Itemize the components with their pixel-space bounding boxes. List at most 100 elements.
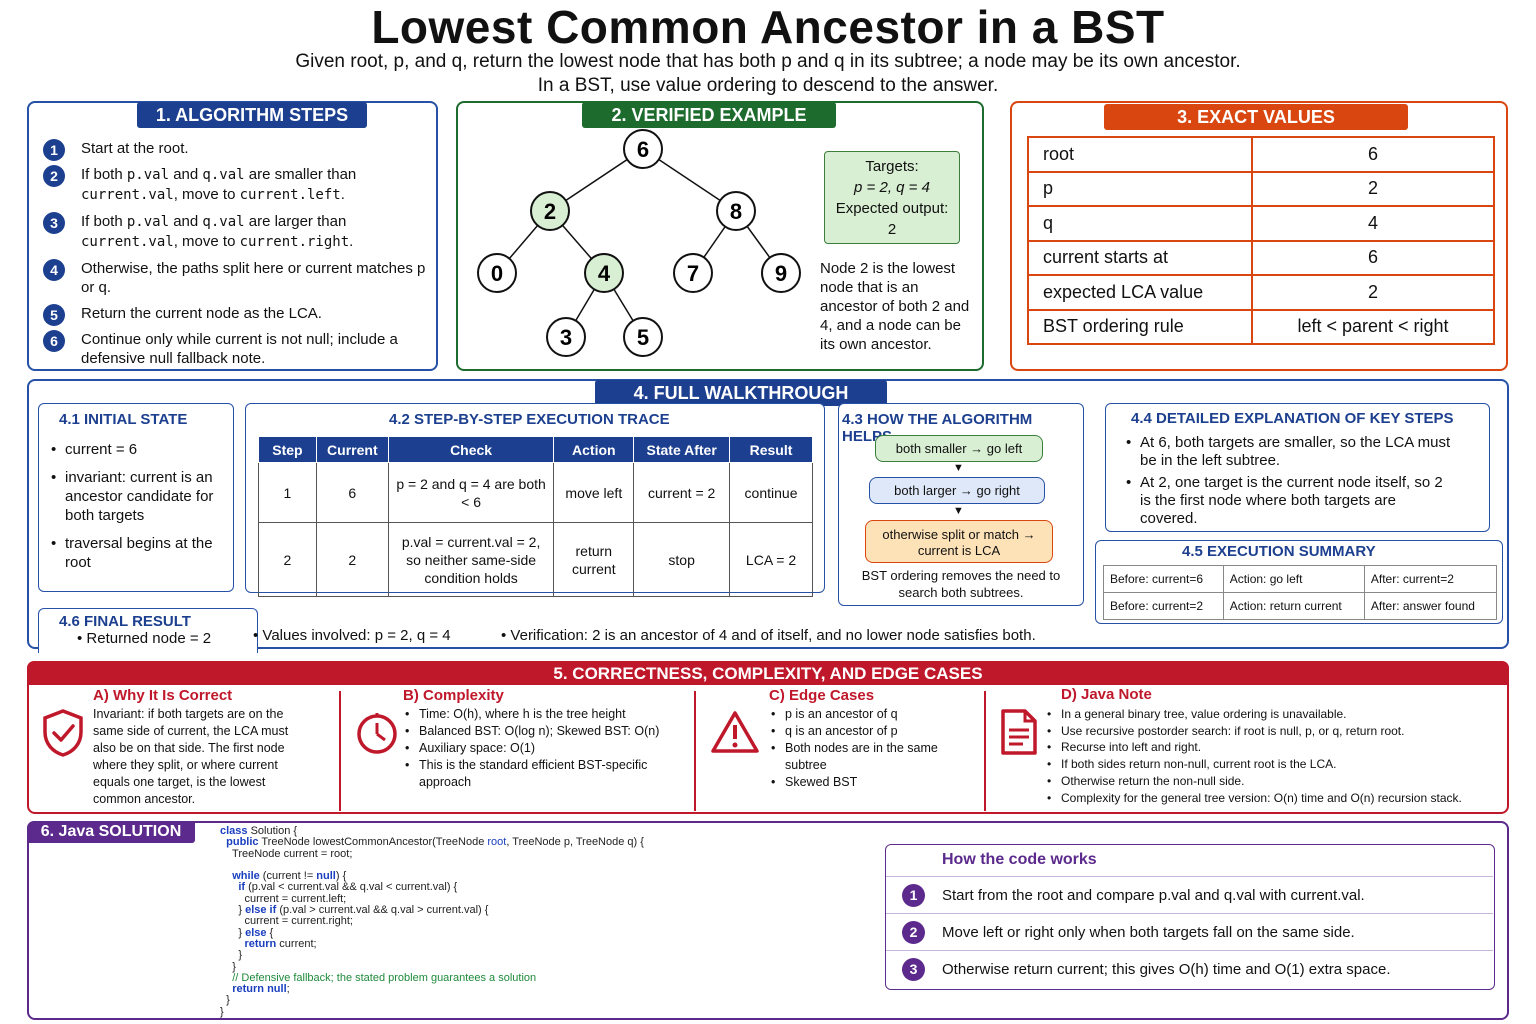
- tree-node-circle: [546, 317, 586, 357]
- flow-both-smaller: both smaller → go left: [875, 435, 1043, 462]
- example-note: Node 2 is the lowest node that is an anc…: [820, 260, 970, 353]
- detailed-explanation-title: 4.4 DETAILED EXPLANATION OF KEY STEPS: [1131, 410, 1454, 427]
- edge-case-item: p is an ancestor of q: [769, 706, 969, 723]
- how-code-works-title: How the code works: [942, 851, 1097, 868]
- complexity-item: This is the standard efficient BST-speci…: [403, 757, 673, 791]
- java-note-section: D) Java Note In a general binary tree, v…: [1045, 686, 1505, 807]
- step-text: .: [340, 186, 345, 203]
- initial-state-item: invariant: current is an ancestor candid…: [49, 468, 233, 525]
- initial-state-item: current = 6: [49, 440, 233, 459]
- tree-node-value: 5: [637, 325, 649, 350]
- algorithm-steps-header: 1. ALGORITHM STEPS: [137, 102, 367, 128]
- value-key: expected LCA value: [1027, 274, 1253, 311]
- detailed-explanation-box: 4.4 DETAILED EXPLANATION OF KEY STEPS At…: [1105, 403, 1490, 532]
- final-result-returned: • Returned node = 2: [77, 630, 211, 647]
- explanation-item: At 2, one target is the current node its…: [1124, 474, 1454, 528]
- shield-check-icon: [43, 709, 83, 757]
- step-5: 5 Return the current node as the LCA.: [43, 304, 433, 326]
- tree-node: 3: [546, 317, 586, 357]
- value-cell: 4: [1251, 205, 1495, 242]
- final-values-text: Values involved: p = 2, q = 4: [262, 627, 451, 644]
- summary-cell: After: answer found: [1363, 592, 1498, 620]
- java-note-item: Use recursive postorder search: if root …: [1045, 723, 1505, 740]
- targets-box: Targets: p = 2, q = 4 Expected output: 2: [824, 151, 960, 244]
- how-step-text: Move left or right only when both target…: [942, 924, 1355, 941]
- trace-column-header: Action: [553, 436, 635, 463]
- code-token: current.right: [239, 234, 350, 250]
- summary-cell: Before: current=2: [1103, 592, 1224, 620]
- trace-column-header: Step: [258, 436, 317, 463]
- complexity-item: Balanced BST: O(log n); Skewed BST: O(n): [403, 723, 673, 740]
- execution-trace-title: 4.2 STEP-BY-STEP EXECUTION TRACE: [389, 411, 670, 428]
- step-text: , move to: [173, 186, 240, 203]
- code-token: p.val: [126, 167, 170, 183]
- bullet: •: [501, 627, 511, 644]
- step-number: 2: [43, 165, 65, 187]
- how-code-works-box: How the code works 1 Start from the root …: [885, 844, 1495, 990]
- code-token: current.val: [81, 234, 174, 250]
- step-text: are smaller than: [244, 166, 357, 183]
- value-cell: 6: [1251, 136, 1495, 173]
- final-verify-text: Verification: 2 is an ancestor of 4 and …: [510, 627, 1036, 644]
- step-number: 1: [43, 139, 65, 161]
- clock-icon: [357, 713, 397, 754]
- how-step-number: 1: [902, 884, 925, 907]
- targets-label: Targets:: [865, 158, 919, 175]
- tree-node: 8: [716, 191, 756, 231]
- step-text: Return the current node as the LCA.: [81, 305, 322, 322]
- complexity-section: B) Complexity Time: O(h), where h is the…: [403, 687, 673, 791]
- value-key: root: [1027, 136, 1253, 173]
- value-key: q: [1027, 205, 1253, 242]
- summary-cell: After: current=2: [1363, 565, 1498, 593]
- value-key: current starts at: [1027, 239, 1253, 276]
- initial-state-box: 4.1 INITIAL STATE current = 6 invariant:…: [38, 403, 234, 592]
- complexity-item: Auxiliary space: O(1): [403, 740, 673, 757]
- summary-cell: Action: go left: [1222, 565, 1365, 593]
- tree-node-circle: [623, 129, 663, 169]
- algorithm-helps-box: 4.3 HOW THE ALGORITHM HELPS both smaller…: [838, 403, 1084, 606]
- tree-node-value: 3: [560, 325, 572, 350]
- java-note-item: Recurse into left and right.: [1045, 739, 1505, 756]
- step-text: , move to: [173, 233, 240, 250]
- java-solution-panel: [27, 821, 1509, 1020]
- execution-summary-title: 4.5 EXECUTION SUMMARY: [1182, 543, 1376, 560]
- how-step-text: Start from the root and compare p.val an…: [942, 887, 1365, 904]
- subtitle-line-2: In a BST, use value ordering to descend …: [537, 75, 999, 96]
- verified-example-header: 2. VERIFIED EXAMPLE: [582, 102, 836, 128]
- trace-cell: 6: [315, 462, 389, 523]
- tree-node: 6: [623, 129, 663, 169]
- final-returned-text: Returned node = 2: [86, 630, 212, 647]
- trace-column-header: Result: [729, 436, 813, 463]
- how-step-number: 3: [902, 958, 925, 981]
- initial-state-item: traversal begins at the root: [49, 534, 233, 572]
- subtitle-line-1: Given root, p, and q, return the lowest …: [295, 51, 1241, 72]
- tree-node-circle: [761, 253, 801, 293]
- tree-node-circle: [584, 253, 624, 293]
- tree-node: 7: [673, 253, 713, 293]
- trace-column-header: Check: [387, 436, 555, 463]
- warning-icon: [711, 711, 759, 753]
- step-number: 3: [43, 212, 65, 234]
- how-code-step: 1 Start from the root and compare p.val a…: [886, 876, 1493, 913]
- exact-values-header: 3. EXACT VALUES: [1104, 104, 1408, 130]
- full-walkthrough-panel: 4. FULL WALKTHROUGH 4.1 INITIAL STATE cu…: [27, 379, 1509, 653]
- value-cell: 2: [1251, 170, 1495, 207]
- final-result-title: 4.6 FINAL RESULT: [59, 613, 191, 630]
- tree-node-value: 7: [687, 261, 699, 286]
- divider: [694, 691, 696, 811]
- why-correct-section: A) Why It Is Correct Invariant: if both …: [93, 687, 313, 808]
- edge-cases-section: C) Edge Cases p is an ancestor of q q is…: [769, 687, 969, 791]
- tree-node-circle: [530, 191, 570, 231]
- trace-cell: LCA = 2: [729, 522, 813, 597]
- step-number: 5: [43, 304, 65, 326]
